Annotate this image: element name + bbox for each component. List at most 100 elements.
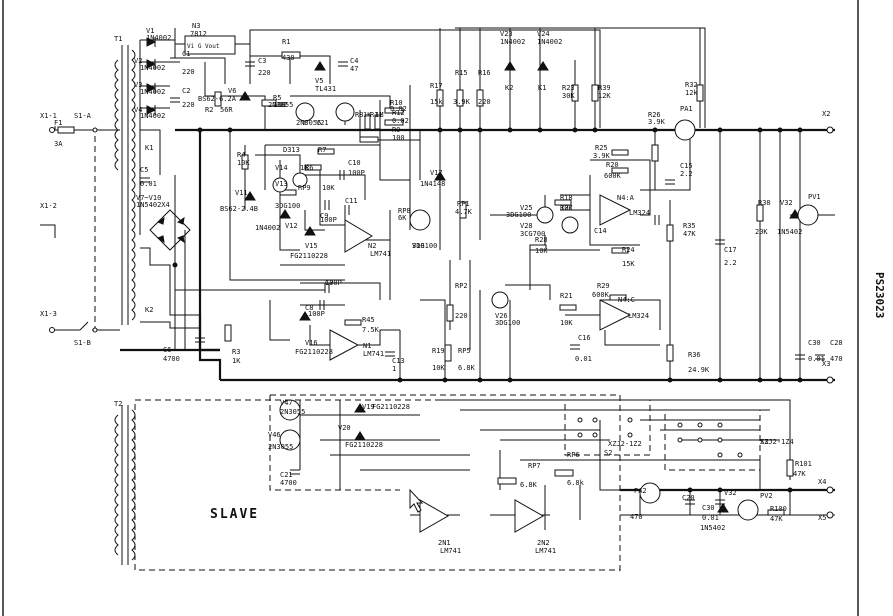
component-ref: V20 bbox=[338, 424, 351, 432]
component-value: 100 bbox=[273, 101, 286, 109]
component-ref: C20 bbox=[682, 494, 695, 502]
component-value: 220 bbox=[182, 68, 195, 76]
terminal-x3 bbox=[826, 376, 834, 384]
component-value: 1N4148 bbox=[420, 180, 445, 188]
component-ref: C30 bbox=[808, 339, 821, 347]
component-value: FG2110228 bbox=[372, 403, 410, 411]
component-value: 7.5K bbox=[362, 326, 380, 334]
component-value: BS62-6.2A bbox=[198, 95, 237, 103]
regulator-value: 7812 bbox=[190, 30, 207, 38]
component-ref: C4 bbox=[350, 57, 358, 65]
transformer-t2 bbox=[114, 405, 136, 565]
component-ref: R10 bbox=[390, 99, 403, 107]
component-value: 0.01 bbox=[575, 355, 592, 363]
component-ref: V13 bbox=[275, 180, 288, 188]
component-ref: R16 bbox=[478, 69, 491, 77]
component-value: 20K bbox=[755, 228, 768, 236]
component-ref: PV2 bbox=[760, 492, 773, 500]
component-value: 10K bbox=[535, 247, 548, 255]
slave-enclosure bbox=[134, 399, 621, 571]
component-ref: RP2 bbox=[455, 282, 468, 290]
component-labels: X1-1 S1-A X1-2 X1-3 S1-B X2 X3 X4 X5 T1 … bbox=[40, 22, 830, 522]
component-ref: C10 bbox=[348, 159, 361, 167]
regulator-ref: N3 bbox=[192, 22, 200, 30]
component-value: 12k bbox=[685, 89, 698, 97]
component-ref: PV1 bbox=[808, 193, 821, 201]
junction-dots bbox=[172, 127, 803, 493]
component-value: LM741 bbox=[535, 547, 556, 555]
component-ref: V4 bbox=[134, 106, 142, 114]
component-value: FG2110228 bbox=[295, 348, 333, 356]
component-value: 1N4002 bbox=[146, 34, 171, 42]
component-ref: R15 bbox=[455, 69, 468, 77]
component-value: S2 bbox=[604, 449, 612, 457]
component-value: 12K bbox=[598, 92, 611, 100]
component-value: 4700 bbox=[280, 479, 297, 487]
component-value: 2N3055 bbox=[268, 443, 293, 451]
component-ref: V18 bbox=[412, 242, 425, 250]
component-value: 1N4002 bbox=[140, 112, 165, 120]
component-value: 2N3055 bbox=[296, 119, 321, 127]
component-value: 220 bbox=[182, 101, 195, 109]
component-value: LM324 bbox=[629, 209, 650, 217]
component-value: FG2110228 bbox=[290, 252, 328, 260]
component-value: LM741 bbox=[363, 350, 384, 358]
component-ref: C5 bbox=[140, 166, 148, 174]
component-value: 6.8K bbox=[520, 481, 538, 489]
component-value: 100 bbox=[392, 134, 405, 142]
component-ref: V21 bbox=[316, 119, 329, 127]
component-ref: R24 bbox=[622, 246, 635, 254]
terminal-label: X1-3 bbox=[40, 310, 57, 318]
component-value: LM324 bbox=[628, 312, 649, 320]
component-ref: V32 bbox=[724, 489, 737, 497]
terminal-label: S1-A bbox=[74, 112, 92, 120]
slave-label: SLAVE bbox=[210, 507, 259, 522]
component-value: 1N4002 bbox=[255, 224, 280, 232]
component-value: 3DG100 bbox=[506, 211, 531, 219]
terminal-x1-1 bbox=[49, 127, 55, 133]
component-value: 10K bbox=[237, 159, 250, 167]
component-value: 100P bbox=[325, 279, 342, 287]
component-ref: PA1 bbox=[680, 105, 693, 113]
voltmeter-pv1 bbox=[797, 204, 819, 226]
transformer-label: T2 bbox=[114, 400, 122, 408]
component-value: 1K bbox=[300, 164, 309, 172]
component-ref: 2N1 bbox=[438, 539, 451, 547]
component-ref: R39 bbox=[598, 84, 611, 92]
component-ref: R17 bbox=[430, 82, 443, 90]
component-ref: N2 bbox=[368, 242, 376, 250]
component-ref: R25 bbox=[595, 144, 608, 152]
drawing-title: PS23023 bbox=[873, 272, 886, 318]
terminal-x5 bbox=[826, 511, 834, 519]
component-value: 47K bbox=[793, 470, 806, 478]
component-value: 3.9K bbox=[593, 152, 611, 160]
component-ref: V47 bbox=[280, 399, 293, 407]
components bbox=[49, 35, 834, 571]
component-ref: R38 bbox=[758, 199, 771, 207]
component-ref: S3 bbox=[760, 438, 768, 446]
component-ref: R11 bbox=[370, 111, 383, 119]
component-ref: R12 bbox=[392, 109, 405, 117]
component-ref: D313 bbox=[283, 146, 300, 154]
component-ref: V24 bbox=[537, 30, 550, 38]
component-value: 600K bbox=[592, 291, 610, 299]
component-ref: C16 bbox=[578, 334, 591, 342]
component-value: 47K bbox=[770, 515, 783, 523]
switch-s1-a bbox=[92, 127, 98, 133]
component-value: 3DG100 bbox=[275, 202, 300, 210]
component-value: 3DG100 bbox=[412, 242, 437, 250]
voltmeter-pv2 bbox=[737, 499, 759, 521]
component-value: LM741 bbox=[370, 250, 391, 258]
terminal-label: X2 bbox=[822, 110, 830, 118]
relay-contact-label: K1 bbox=[145, 144, 153, 152]
component-value: 1N4002 bbox=[140, 88, 165, 96]
component-ref: V22 bbox=[275, 101, 288, 109]
component-value: 0.02 bbox=[392, 117, 409, 125]
component-ref: V1 bbox=[146, 27, 154, 35]
component-value: 1N5402 bbox=[700, 524, 725, 532]
component-value: 10K bbox=[322, 184, 335, 192]
component-value: 1 bbox=[392, 365, 396, 373]
component-value: 1M bbox=[375, 111, 383, 119]
component-value: 3.9K bbox=[453, 98, 471, 106]
component-ref: R21 bbox=[560, 292, 573, 300]
